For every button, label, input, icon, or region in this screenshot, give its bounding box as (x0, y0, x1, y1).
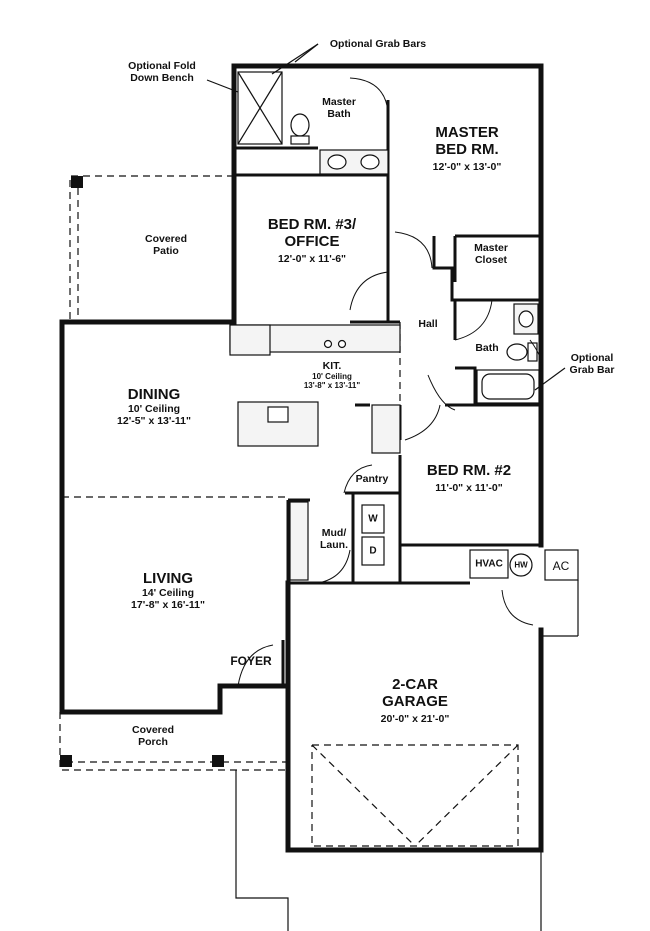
grab-bars-callout: Optional Grab Bars (329, 38, 427, 50)
living-label: LIVING 14' Ceiling 17'-8" x 16'-11" (131, 570, 205, 612)
master-bed-label: MASTER BED RM. 12'-0" x 13'-0" (432, 124, 502, 173)
bath-label: Bath (475, 342, 499, 354)
pantry-label: Pantry (355, 473, 389, 485)
hvac-label: HVAC (475, 558, 503, 570)
garage-label: 2-CAR GARAGE 20'-0" x 21'-0" (380, 676, 450, 725)
kitchen-label: KIT. 10' Ceiling 13'-8" x 13'-11" (303, 360, 361, 391)
dryer-label: D (369, 545, 377, 557)
bed3-label: BED RM. #3/ OFFICE 12'-0" x 11'-6" (267, 216, 357, 265)
foyer-label: FOYER (230, 654, 272, 668)
hall-label: Hall (418, 318, 438, 330)
water-heater-label: HW (514, 560, 528, 570)
bed2-label: BED RM. #2 11'-0" x 11'-0" (426, 462, 512, 495)
fixtures (229, 71, 579, 637)
master-bath-label: Master Bath (322, 96, 356, 121)
covered-porch-label: Covered Porch (131, 724, 175, 749)
mud-laundry-label: Mud/ Laun. (320, 527, 348, 552)
master-closet-label: Master Closet (474, 242, 508, 267)
fold-bench-callout: Optional Fold Down Bench (128, 60, 196, 85)
washer-label: W (368, 513, 378, 525)
door-swings (237, 77, 543, 687)
ac-label: AC (552, 559, 570, 573)
dining-label: DINING 10' Ceiling 12'-5" x 13'-11" (117, 386, 191, 428)
grab-bar-callout: Optional Grab Bar (569, 352, 615, 377)
covered-patio-label: Covered Patio (144, 233, 188, 258)
